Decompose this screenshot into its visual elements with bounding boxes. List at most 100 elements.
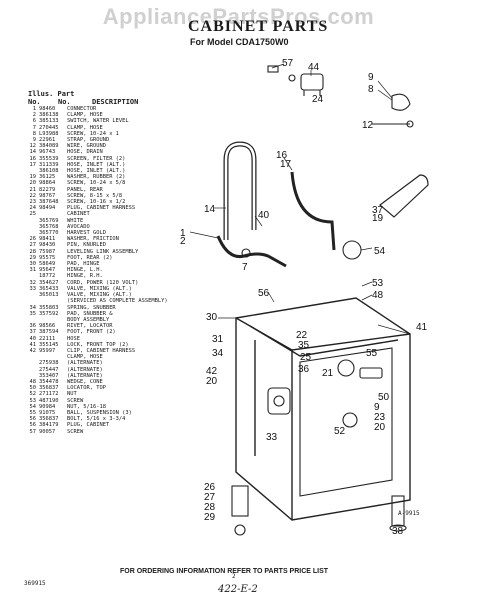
callout-label: 53 [372, 278, 384, 289]
description: AVOCADO [67, 223, 90, 230]
description: VALVE, MIXING (ALT.) [67, 292, 132, 299]
description: HINGE, L.H. [67, 267, 103, 274]
leader-lines [189, 63, 411, 335]
clamp-9-part [391, 93, 411, 111]
part-no: 98864 [39, 180, 56, 187]
description: SCREW [67, 397, 84, 404]
illus-no: 55 [29, 409, 37, 416]
part-no: 487190 [39, 397, 59, 404]
description: (ALTERNATE) [67, 360, 103, 367]
inlet-hose-17-part [290, 171, 336, 251]
part-no: 95575 [39, 254, 56, 261]
callout-label: 8 [368, 84, 374, 95]
callout-label: 30 [206, 312, 218, 323]
description: BODY ASSEMBLY [67, 316, 110, 323]
ordering-note: FOR ORDERING INFORMATION REFER TO PARTS … [120, 568, 329, 575]
illus-no: 31 [29, 267, 37, 274]
part-no: 22111 [39, 335, 56, 342]
screw-57-part [267, 65, 296, 82]
description: BALL, SUSPENSION (3) [67, 409, 132, 416]
part-no: 387594 [39, 329, 59, 336]
illus-no: 25 [29, 211, 37, 218]
page-title: CABINET PARTS [188, 18, 329, 35]
illus-no: 34 [29, 304, 37, 311]
part-no: 270445 [39, 124, 59, 131]
clamp-7-part [241, 248, 251, 258]
description: PIN, KNURLED [67, 242, 106, 249]
illus-no: 20 [29, 180, 37, 187]
part-no: 355539 [39, 155, 59, 162]
part-no: 75987 [39, 248, 56, 255]
description: LOCATOR, TOP [67, 385, 106, 392]
part-no: 22961 [39, 137, 56, 144]
model-subtitle: For Model CDA1750W0 [190, 37, 289, 47]
plug-24-part [300, 73, 324, 96]
table-row: 365013 VALVE, MIXING (ALT.) [24, 292, 204, 298]
callout-label: 38 [392, 526, 404, 537]
catalog-code: 369915 [24, 580, 46, 587]
callout-label: 35 [298, 340, 310, 351]
illus-no: 29 [29, 254, 37, 261]
callout-label: 40 [258, 210, 270, 221]
table-row: 275938(ALTERNATE) [24, 360, 204, 366]
callout-label: 2 [180, 236, 186, 247]
description: WASHER, RUBBER (2) [67, 174, 126, 181]
illus-no: 41 [29, 341, 37, 348]
part-no: 311339 [39, 161, 59, 168]
callout-label: 37 [372, 205, 384, 216]
description: WIRE, GROUND [67, 143, 106, 150]
part-no: 365013 [39, 292, 59, 299]
part-no: 90057 [39, 428, 56, 435]
illus-no: 7 [32, 124, 36, 131]
callout-label: 31 [212, 334, 224, 345]
illus-no: 33 [29, 285, 37, 292]
description: CLAMP, HOSE [67, 354, 103, 361]
rear-panel-21-part [299, 347, 393, 497]
illus-no: 2 [32, 112, 36, 119]
description: HOSE [67, 335, 80, 342]
description: RIVET, LOCATOR [67, 323, 113, 330]
part-no: 98494 [39, 205, 56, 212]
callout-label: 56 [258, 288, 270, 299]
part-no: 98566 [39, 323, 56, 330]
callout-label: 54 [374, 246, 386, 257]
handwritten-note: 422-E-2 [218, 584, 258, 595]
description: PAD, HINGE [67, 261, 100, 268]
description: CONNECTOR [67, 106, 97, 112]
description: SCREW, 10-24 x 5/8 [67, 180, 126, 187]
part-no: 386138 [39, 112, 59, 119]
illus-no: 53 [29, 397, 37, 404]
description: STRAP, GROUND [67, 137, 110, 144]
part-no: 98767 [39, 192, 56, 199]
description: WEDGE, CONE [67, 378, 103, 385]
part-no: 365768 [39, 223, 59, 230]
illus-no: 1 [32, 106, 36, 112]
description: VALVE, MIXING (ALT.) [67, 285, 132, 292]
illus-no: 8 [32, 130, 36, 137]
description: CABINET [67, 211, 90, 218]
illus-no: 56 [29, 422, 37, 429]
part-no: 98460 [39, 106, 56, 112]
callout-label: 17 [280, 159, 292, 170]
illus-no: 12 [29, 143, 37, 150]
part-no: 18772 [39, 273, 56, 280]
